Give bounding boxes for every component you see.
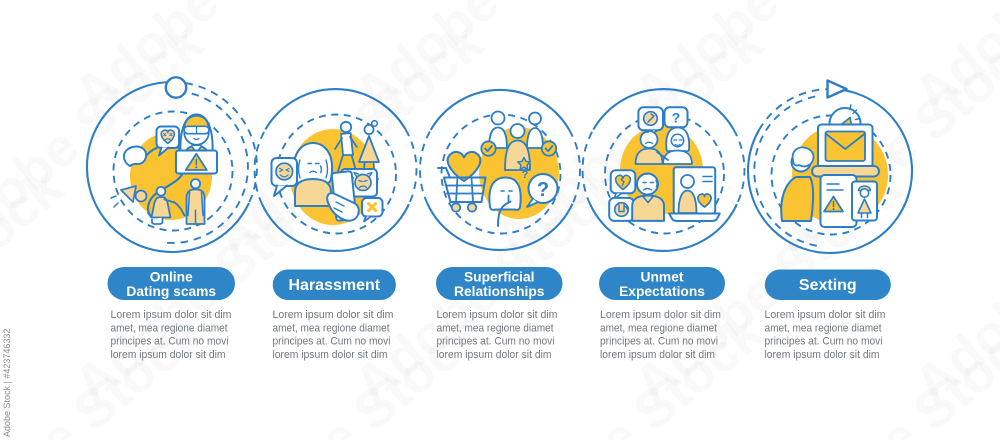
svg-text:Lorem ipsum dolor sit dim: Lorem ipsum dolor sit dim bbox=[437, 309, 558, 321]
svg-text:lorem ipsum dolor sit dim: lorem ipsum dolor sit dim bbox=[273, 349, 388, 361]
svg-text:principes at. Cum no movi: principes at. Cum no movi bbox=[437, 336, 555, 348]
svg-text:lorem ipsum dolor sit dim: lorem ipsum dolor sit dim bbox=[600, 349, 715, 361]
svg-text:?: ? bbox=[672, 110, 681, 126]
svg-text:Expectations: Expectations bbox=[619, 284, 705, 299]
svg-text:Lorem ipsum dolor sit dim: Lorem ipsum dolor sit dim bbox=[600, 309, 721, 321]
svg-text:Sexting: Sexting bbox=[799, 277, 857, 294]
svg-text:Dating scams: Dating scams bbox=[126, 284, 216, 299]
svg-text:?: ? bbox=[537, 179, 549, 201]
svg-text:lorem ipsum dolor sit dim: lorem ipsum dolor sit dim bbox=[437, 349, 552, 361]
svg-text:Superficial: Superficial bbox=[464, 270, 535, 285]
svg-text:lorem ipsum dolor sit dim: lorem ipsum dolor sit dim bbox=[765, 349, 880, 361]
svg-text:amet, mea regione diamet: amet, mea regione diamet bbox=[273, 322, 391, 334]
svg-text:principes at. Cum no movi: principes at. Cum no movi bbox=[600, 336, 718, 348]
svg-text:Relationships: Relationships bbox=[454, 284, 545, 299]
svg-text:Adobe Stock | #423746332: Adobe Stock | #423746332 bbox=[2, 329, 12, 437]
svg-text:Online: Online bbox=[150, 270, 193, 285]
svg-text:amet, mea regione diamet: amet, mea regione diamet bbox=[600, 322, 718, 334]
svg-text:amet, mea regione diamet: amet, mea regione diamet bbox=[765, 322, 883, 334]
svg-text:Harassment: Harassment bbox=[288, 277, 380, 294]
svg-text:amet, mea regione diamet: amet, mea regione diamet bbox=[437, 322, 555, 334]
svg-text:amet, mea regione diamet: amet, mea regione diamet bbox=[111, 322, 229, 334]
svg-text:principes at. Cum no movi: principes at. Cum no movi bbox=[765, 336, 883, 348]
svg-text:?: ? bbox=[522, 169, 529, 181]
svg-text:principes at. Cum no movi: principes at. Cum no movi bbox=[273, 336, 391, 348]
svg-text:Lorem ipsum dolor sit dim: Lorem ipsum dolor sit dim bbox=[111, 309, 232, 321]
svg-text:Lorem ipsum dolor sit dim: Lorem ipsum dolor sit dim bbox=[273, 309, 394, 321]
svg-text:Unmet: Unmet bbox=[641, 270, 684, 285]
svg-text:principes at. Cum no movi: principes at. Cum no movi bbox=[111, 336, 229, 348]
svg-text:lorem ipsum dolor sit dim: lorem ipsum dolor sit dim bbox=[111, 349, 226, 361]
svg-text:Lorem ipsum dolor sit dim: Lorem ipsum dolor sit dim bbox=[765, 309, 886, 321]
